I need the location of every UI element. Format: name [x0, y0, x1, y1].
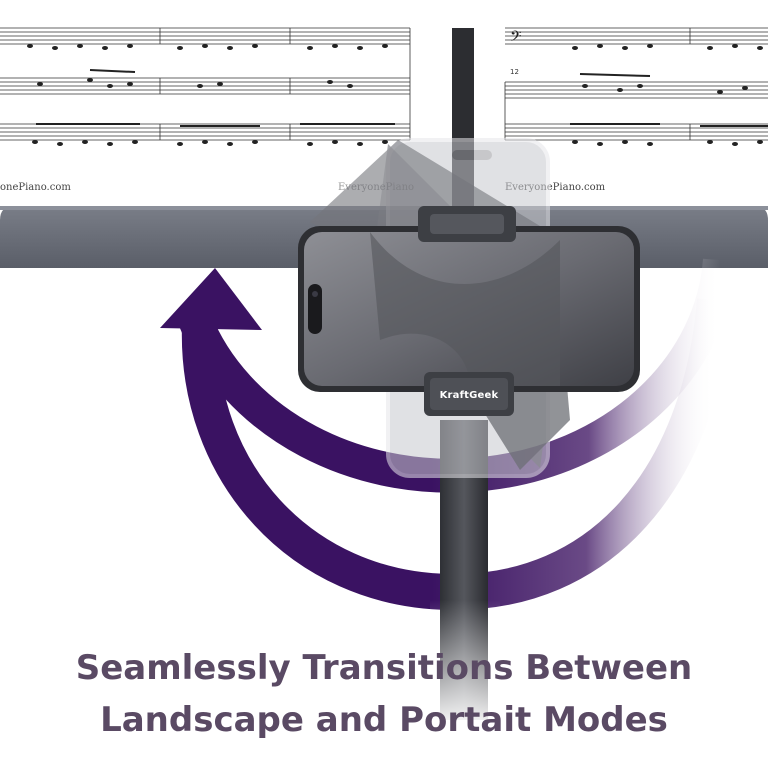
watermark-left: onePiano.com: [0, 182, 71, 193]
watermark-right: EveryonePiano.com: [505, 182, 606, 193]
staff-1: [0, 27, 410, 45]
staff-r2: [505, 81, 768, 99]
staff-2: [0, 77, 410, 95]
headline-line-1: Seamlessly Transitions Between: [75, 648, 693, 688]
notes-left: [27, 44, 388, 146]
sheet-music-right: [504, 27, 768, 141]
headline-line-2: Landscape and Portait Modes: [100, 700, 668, 740]
beams-right: [570, 73, 768, 127]
pole-fade: [430, 600, 500, 730]
measure-number: 12: [510, 68, 519, 76]
holder-clamp-top: [418, 206, 516, 242]
staff-r1: [505, 27, 768, 45]
headline: Seamlessly Transitions Between Landscape…: [0, 642, 768, 746]
clef-right: 𝄢: [510, 28, 522, 49]
holder-clamp-bottom: KraftGeek: [424, 372, 514, 416]
rotate-arrow-head: [160, 268, 262, 330]
phone-landscape: [298, 226, 640, 392]
beams-left: [36, 69, 395, 127]
staff-r3: [505, 123, 768, 141]
camera-island: [308, 284, 322, 334]
brand-logo: KraftGeek: [440, 390, 499, 401]
barlines: [159, 28, 411, 140]
notes-right: [572, 44, 763, 146]
